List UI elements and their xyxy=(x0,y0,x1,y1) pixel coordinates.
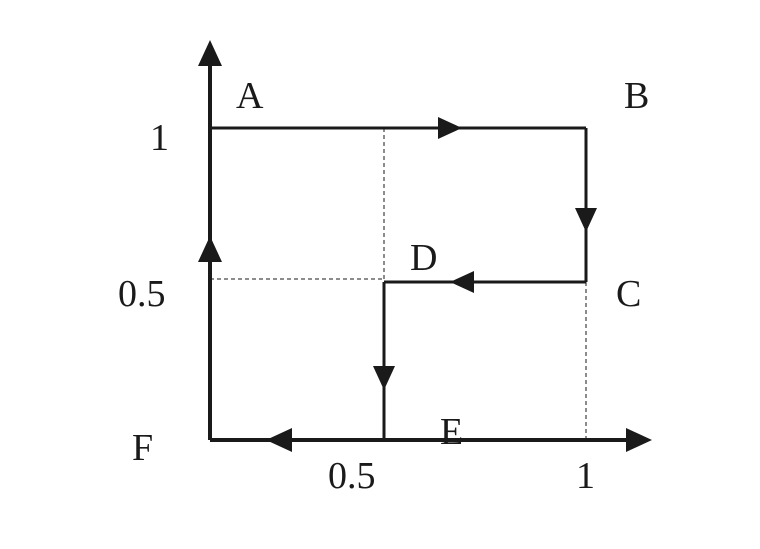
point-label-b: B xyxy=(624,75,649,117)
x-tick-label-1: 1 xyxy=(576,455,595,497)
arrow-d-to-e xyxy=(373,366,395,390)
x-tick-label-0-5: 0.5 xyxy=(328,455,376,497)
arrow-a-to-b xyxy=(438,117,462,139)
y-tick-label-0-5: 0.5 xyxy=(118,273,166,315)
arrow-f-to-a xyxy=(198,236,222,262)
y-tick-label-1: 1 xyxy=(150,117,169,159)
y-axis-arrowhead xyxy=(198,40,222,66)
x-axis-arrowhead xyxy=(626,428,652,452)
arrow-e-to-f xyxy=(266,428,292,452)
point-label-d: D xyxy=(410,237,437,279)
point-label-f: F xyxy=(132,427,153,469)
arrow-b-to-c xyxy=(575,208,597,232)
point-label-a: A xyxy=(236,75,264,117)
point-label-e: E xyxy=(440,411,463,453)
point-label-c: C xyxy=(616,273,641,315)
arrow-c-to-d xyxy=(450,271,474,293)
